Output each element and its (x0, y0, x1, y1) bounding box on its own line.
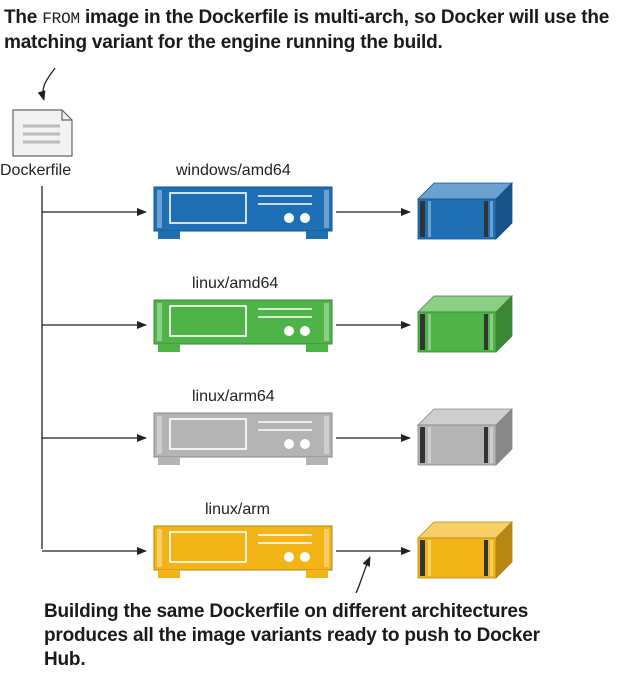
engine-label: windows/amd64 (176, 162, 291, 179)
build-engine-server (153, 412, 333, 465)
dockerfile-icon (12, 109, 73, 157)
dockerfile-label: Dockerfile (0, 162, 72, 179)
image-variant-box (417, 182, 513, 240)
engine-row (42, 521, 513, 579)
top-caption-before: The (4, 7, 43, 28)
engine-row (42, 408, 513, 466)
bottom-callout-line (355, 556, 371, 594)
engine-label: linux/arm64 (192, 388, 275, 405)
top-caption-code: FROM (42, 10, 80, 28)
engine-row (42, 295, 513, 353)
image-variant-box (417, 295, 513, 353)
engine-label: linux/amd64 (192, 275, 279, 292)
image-variant-box (417, 408, 513, 466)
build-engine-server (153, 186, 333, 239)
top-caption-after: image in the Dockerfile is multi-arch, s… (4, 7, 610, 53)
bottom-caption: Building the same Dockerfile on differen… (44, 601, 540, 670)
engine-label: linux/arm (205, 501, 270, 518)
top-callout-line (37, 67, 56, 101)
engine-row (42, 182, 513, 240)
top-caption: The FROM image in the Dockerfile is mult… (4, 6, 616, 55)
image-variant-box (417, 521, 513, 579)
build-engine-server (153, 299, 333, 352)
build-engine-server (153, 525, 333, 578)
